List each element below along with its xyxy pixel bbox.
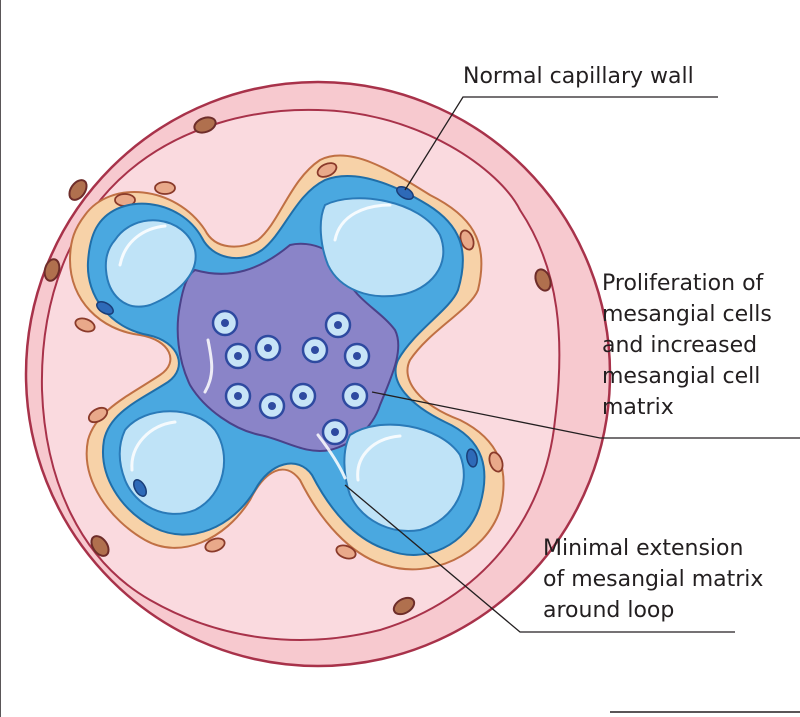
parietal-nuclei xyxy=(43,116,552,616)
lumen-highlight xyxy=(118,224,167,267)
parietal-cell-nucleus-icon xyxy=(193,116,217,134)
capillary-lumen-top-left xyxy=(104,219,197,308)
label-minimal-extension: Minimal extension of mesangial matrix ar… xyxy=(543,533,763,626)
podocyte-nuclei xyxy=(74,162,504,560)
mesangial-cell-icon xyxy=(341,382,369,410)
mesangial-cell-icon xyxy=(224,382,252,410)
mesangial-cell-icon xyxy=(211,309,239,337)
lumen-highlights xyxy=(118,203,402,482)
parietal-cell-nucleus-icon xyxy=(534,268,552,292)
parietal-cell-nucleus-icon xyxy=(68,179,88,201)
leader-line-proliferation xyxy=(371,391,800,439)
mesangial-cell-icon xyxy=(301,336,329,364)
leader-lines xyxy=(344,96,800,633)
podocyte-nucleus-icon xyxy=(488,451,504,473)
lumen-highlight xyxy=(130,420,177,472)
mesangial-cell-icon xyxy=(324,311,352,339)
podocyte-nucleus-icon xyxy=(204,537,226,553)
podocyte-nucleus-icon xyxy=(459,229,475,251)
label-line: Proliferation of xyxy=(602,271,764,296)
capillary-lumen-top-right xyxy=(319,197,445,298)
label-proliferation: Proliferation of mesangial cells and inc… xyxy=(602,268,772,423)
lumen-highlight xyxy=(316,433,347,480)
endothelial-nucleus-icon xyxy=(133,479,147,497)
label-line: mesangial cell xyxy=(602,364,761,389)
podocyte-nucleus-icon xyxy=(316,162,338,178)
label-line: matrix xyxy=(602,395,674,420)
mesangial-cell-icon xyxy=(321,418,349,446)
parietal-cell-nucleus-icon xyxy=(392,596,416,616)
label-line: of mesangial matrix xyxy=(543,567,764,592)
lumen-highlight xyxy=(333,203,392,242)
lumen-highlight xyxy=(203,338,214,394)
mesangial-cell-icon xyxy=(343,342,371,370)
label-line: mesangial cells xyxy=(602,302,772,327)
mesangial-cell-icon xyxy=(258,392,286,420)
leader-line-minimal-extension xyxy=(344,484,735,633)
label-normal-capillary-wall: Normal capillary wall xyxy=(463,61,694,92)
label-line: and increased xyxy=(602,333,758,358)
mesangial-cell-icon xyxy=(224,342,252,370)
label-line: Normal capillary wall xyxy=(463,64,694,89)
podocyte-nucleus-icon xyxy=(335,544,357,560)
lumen-highlight xyxy=(356,434,402,482)
leader-line-normal-capillary-wall xyxy=(404,96,718,191)
podocyte-nucleus-icon xyxy=(74,317,96,333)
label-line: Minimal extension xyxy=(543,536,744,561)
endothelial-nucleus-icon xyxy=(396,186,414,200)
parietal-cell-nucleus-icon xyxy=(43,258,61,282)
podocyte-nucleus-icon xyxy=(87,406,109,424)
capillary-lumen-bottom-right xyxy=(343,423,465,532)
mesangial-cell-icon xyxy=(289,382,317,410)
endothelial-nuclei xyxy=(96,186,478,497)
endothelial-nucleus-icon xyxy=(466,448,478,468)
endothelial-nucleus-icon xyxy=(96,301,114,315)
label-line: around loop xyxy=(543,598,675,623)
podocyte-nucleus-icon xyxy=(154,181,176,195)
mesangial-cells xyxy=(211,309,371,446)
mesangial-cell-icon xyxy=(254,334,282,362)
parietal-cell-nucleus-icon xyxy=(90,535,110,557)
